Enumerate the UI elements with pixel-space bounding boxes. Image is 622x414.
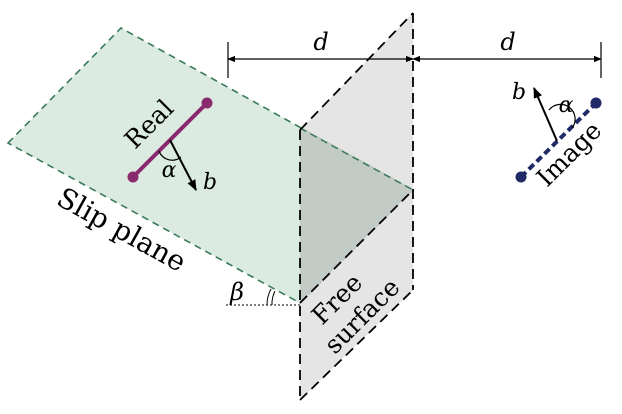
image-burgers-vector <box>533 86 558 142</box>
image-dislocation-end-lower <box>515 171 527 183</box>
beta-label: β <box>229 278 244 306</box>
real-alpha-label: α <box>162 158 177 183</box>
real-burgers-vector <box>169 139 197 191</box>
free-surface-slip-trace <box>299 189 414 304</box>
beta-arc-outer <box>271 290 276 306</box>
image-alpha-arc <box>548 103 576 129</box>
dimension-label-left: d <box>313 28 328 56</box>
real-dislocation-end-lower <box>127 171 139 183</box>
image-dislocation-end-upper <box>590 97 602 109</box>
free-surface-edge-bottom <box>299 289 414 401</box>
slip-plane-edge-upper <box>299 127 414 191</box>
real-b-label: b <box>203 170 217 195</box>
slip-surface-overlap <box>300 128 413 303</box>
real-dislocation-end-upper <box>201 97 213 109</box>
dimension-label-right: d <box>500 28 515 56</box>
image-alpha-label: α <box>559 93 574 118</box>
image-b-label: b <box>512 80 526 105</box>
beta-arc-inner <box>266 288 272 306</box>
free-surface-edge-top <box>299 12 414 131</box>
image-dislocation-line <box>519 101 598 179</box>
